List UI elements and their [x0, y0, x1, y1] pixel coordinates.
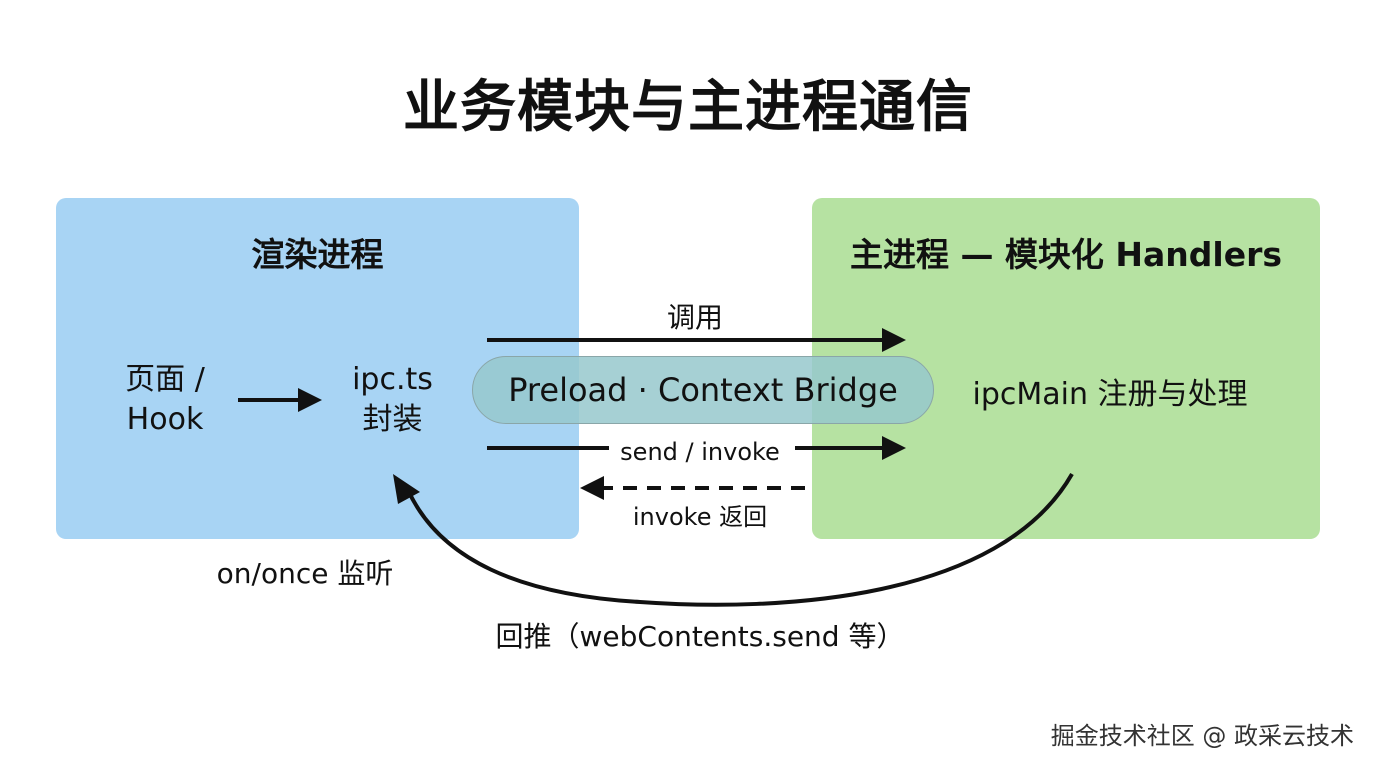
invoke-return-arrow [580, 476, 805, 500]
on-once-label: on/once 监听 [216, 557, 394, 590]
watermark: 掘金技术社区 @ 政采云技术 [1050, 722, 1354, 750]
diagram-title: 业务模块与主进程通信 [403, 75, 973, 140]
push-back-arrow [393, 473, 1074, 607]
invoke-return-label: invoke 返回 [632, 503, 768, 531]
page-to-ipc-arrow [238, 388, 322, 412]
ipc-ts-node: ipc.ts 封装 [320, 360, 465, 440]
call-arrow [487, 328, 906, 352]
renderer-panel-title: 渲染进程 [251, 235, 384, 274]
ipc-ts-line2: 封装 [362, 402, 423, 437]
main-panel-title: 主进程 — 模块化 Handlers [849, 235, 1283, 274]
ipcmain-node: ipcMain 注册与处理 [972, 377, 1248, 412]
ipc-ts-line1: ipc.ts [352, 362, 433, 397]
page-hook-line2: Hook [126, 402, 204, 437]
push-label: 回推（webContents.send 等） [495, 620, 905, 653]
preload-context-bridge: Preload · Context Bridge [472, 356, 934, 424]
call-label: 调用 [666, 301, 723, 334]
page-hook-line1: 页面 / [125, 362, 205, 397]
page-hook-node: 页面 / Hook [90, 360, 240, 440]
send-invoke-arrow [487, 436, 906, 460]
send-invoke-label: send / invoke [620, 438, 780, 466]
